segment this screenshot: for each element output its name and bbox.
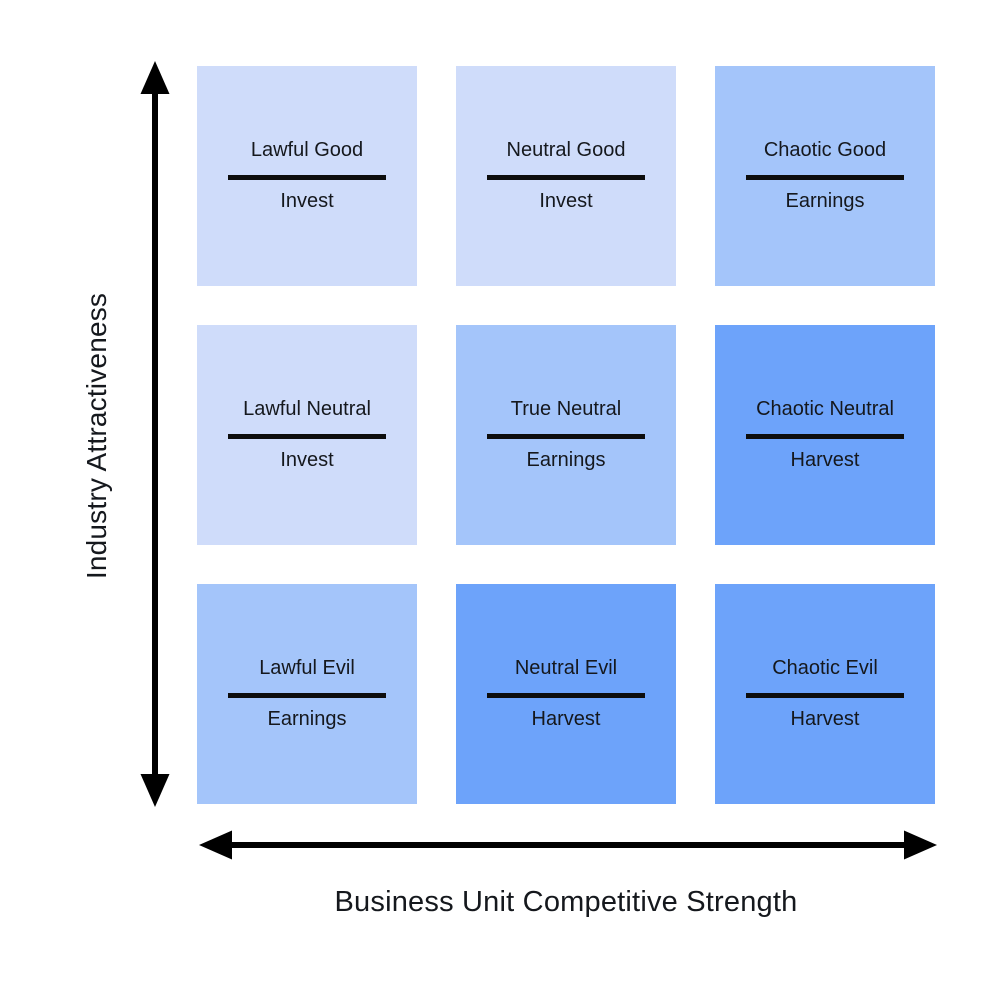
cell-title: True Neutral: [510, 398, 622, 420]
x-axis-label: Business Unit Competitive Strength: [334, 886, 798, 918]
cell-strategy: Invest: [280, 449, 334, 471]
cell-strategy: Harvest: [790, 449, 860, 471]
cell-divider: [487, 434, 645, 439]
cell-strategy: Harvest: [790, 708, 860, 730]
cell-strategy: Harvest: [531, 708, 601, 730]
cell-title: Neutral Evil: [514, 657, 618, 679]
cell-divider: [746, 434, 904, 439]
cell-divider: [228, 175, 386, 180]
cell-title: Chaotic Good: [763, 139, 887, 161]
cell-divider: [228, 434, 386, 439]
cell-title: Lawful Good: [250, 139, 364, 161]
cell-title: Chaotic Evil: [772, 657, 878, 679]
cell-title: Neutral Good: [506, 139, 626, 161]
cell-title: Lawful Evil: [259, 657, 355, 679]
cell-divider: [746, 175, 904, 180]
y-axis-label: Industry Attractiveness: [81, 292, 112, 580]
cell-true-neutral: True Neutral Earnings: [456, 325, 676, 545]
cell-strategy: Earnings: [785, 190, 865, 212]
cell-divider: [487, 693, 645, 698]
cell-lawful-good: Lawful Good Invest: [197, 66, 417, 286]
cell-chaotic-good: Chaotic Good Earnings: [715, 66, 935, 286]
cell-chaotic-neutral: Chaotic Neutral Harvest: [715, 325, 935, 545]
cell-divider: [228, 693, 386, 698]
cell-strategy: Invest: [280, 190, 334, 212]
x-axis-arrow-icon: [199, 829, 937, 861]
cell-title: Lawful Neutral: [243, 398, 371, 420]
cell-strategy: Earnings: [267, 708, 347, 730]
cell-title: Chaotic Neutral: [756, 398, 894, 420]
cell-neutral-evil: Neutral Evil Harvest: [456, 584, 676, 804]
cell-divider: [487, 175, 645, 180]
y-axis-arrow-icon: [139, 61, 171, 807]
cell-lawful-evil: Lawful Evil Earnings: [197, 584, 417, 804]
cell-chaotic-evil: Chaotic Evil Harvest: [715, 584, 935, 804]
cell-strategy: Invest: [539, 190, 593, 212]
cell-strategy: Earnings: [526, 449, 606, 471]
cell-divider: [746, 693, 904, 698]
matrix-grid: Lawful Good Invest Neutral Good Invest C…: [197, 66, 935, 804]
cell-lawful-neutral: Lawful Neutral Invest: [197, 325, 417, 545]
cell-neutral-good: Neutral Good Invest: [456, 66, 676, 286]
